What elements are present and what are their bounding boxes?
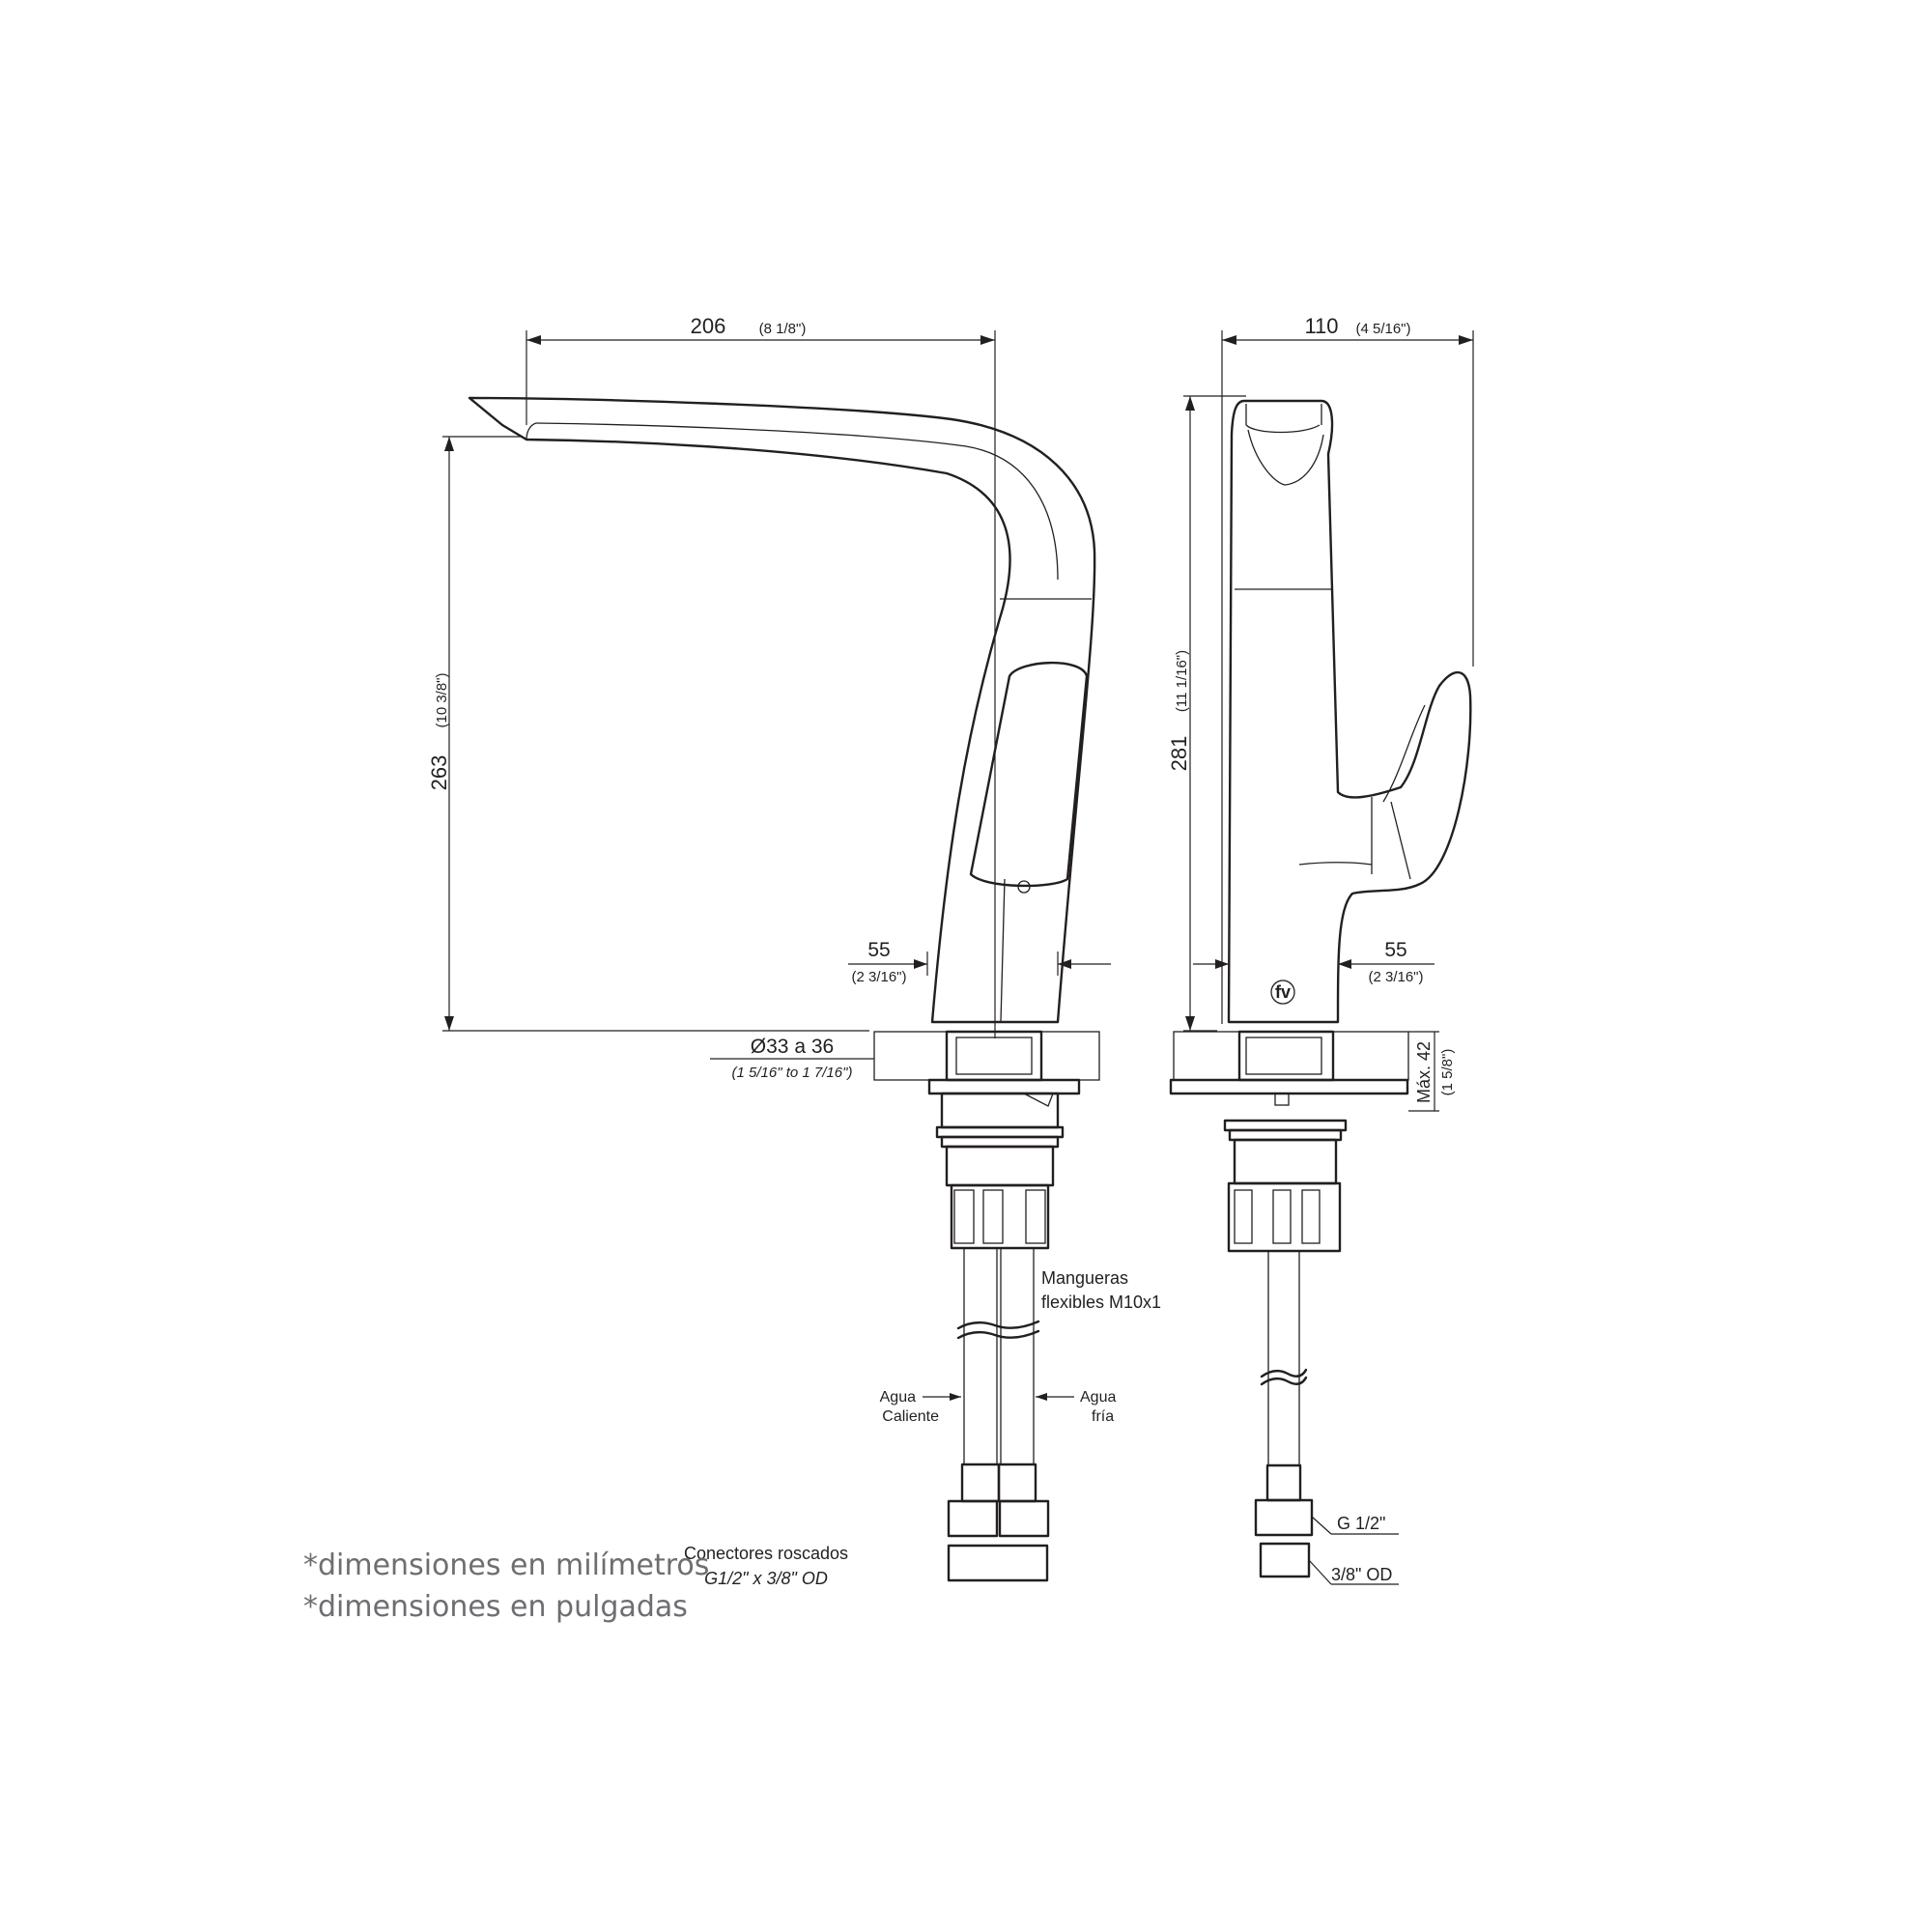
cold-water-label-line1: Agua — [1080, 1389, 1116, 1406]
hoses-label-line2: flexibles M10x1 — [1041, 1293, 1161, 1312]
side-height-in: (11 1/16") — [1174, 650, 1190, 712]
connectors-label-line2: G1/2" x 3/8" OD — [704, 1569, 828, 1588]
side-flexible-hose: G 1/2" 3/8" OD — [1254, 1250, 1399, 1585]
hot-water-label-line2: Caliente — [882, 1408, 939, 1425]
side-width-dimension: 110 (4 5/16") — [1221, 314, 1474, 1024]
side-width-in: (4 5/16") — [1355, 321, 1410, 337]
side-max-thickness: Máx. 42 — [1414, 1041, 1434, 1103]
front-height-mm: 263 — [427, 755, 451, 791]
front-height-in: (10 3/8") — [434, 672, 450, 727]
hot-water-label-line1: Agua — [880, 1389, 916, 1406]
hoses-label-line1: Mangueras — [1041, 1268, 1128, 1288]
side-mounting-hardware — [1169, 1078, 1409, 1253]
side-faucet-body: fv — [1227, 399, 1472, 1024]
front-faucet-body — [468, 396, 1096, 1024]
front-height-dimension: 263 (10 3/8") — [427, 436, 869, 1032]
front-base-dimension: 55 (2 3/16") — [848, 939, 1111, 985]
front-view: 206 (8 1/8") 263 (10 3/8") — [427, 314, 1161, 1588]
side-height-mm: 281 — [1167, 736, 1191, 772]
brand-logo: fv — [1275, 982, 1291, 1002]
side-base-dimension: 55 (2 3/16") — [1193, 939, 1435, 985]
front-base-in: (2 3/16") — [851, 969, 906, 985]
front-flexible-hoses: Mangueras flexibles M10x1 Agua Caliente … — [684, 1247, 1161, 1588]
side-base-mm: 55 — [1384, 939, 1406, 961]
front-width-dimension: 206 (8 1/8") — [526, 314, 996, 1038]
side-view: 110 (4 5/16") 281 (11 1/16") fv — [1167, 314, 1474, 1585]
front-mounting-hardware — [927, 1078, 1081, 1250]
side-width-mm: 110 — [1304, 314, 1338, 338]
front-hole-diameter: Ø33 a 36 — [751, 1036, 834, 1058]
front-width-in: (8 1/8") — [759, 321, 807, 337]
cold-water-label-line2: fría — [1092, 1408, 1114, 1425]
note-inches: *dimensiones en pulgadas — [303, 1590, 688, 1624]
note-millimeters: *dimensiones en milímetros — [303, 1548, 709, 1582]
side-max-thickness-in: (1 5/8") — [1439, 1049, 1456, 1096]
front-width-mm: 206 — [691, 314, 726, 338]
side-height-dimension: 281 (11 1/16") — [1167, 395, 1246, 1032]
front-base-mm: 55 — [867, 939, 890, 961]
connectors-label-line1: Conectores roscados — [684, 1544, 848, 1563]
side-thread-label: G 1/2" — [1337, 1514, 1385, 1533]
units-notes: *dimensiones en milímetros *dimensiones … — [303, 1548, 709, 1624]
side-od-label: 3/8" OD — [1331, 1565, 1392, 1584]
front-countertop-section: Ø33 a 36 (1 5/16" to 1 7/16") — [710, 1030, 1100, 1082]
front-hole-diameter-in: (1 5/16" to 1 7/16") — [732, 1065, 853, 1081]
side-base-in: (2 3/16") — [1368, 969, 1423, 985]
side-countertop-section: Máx. 42 (1 5/8") — [1173, 1030, 1456, 1112]
